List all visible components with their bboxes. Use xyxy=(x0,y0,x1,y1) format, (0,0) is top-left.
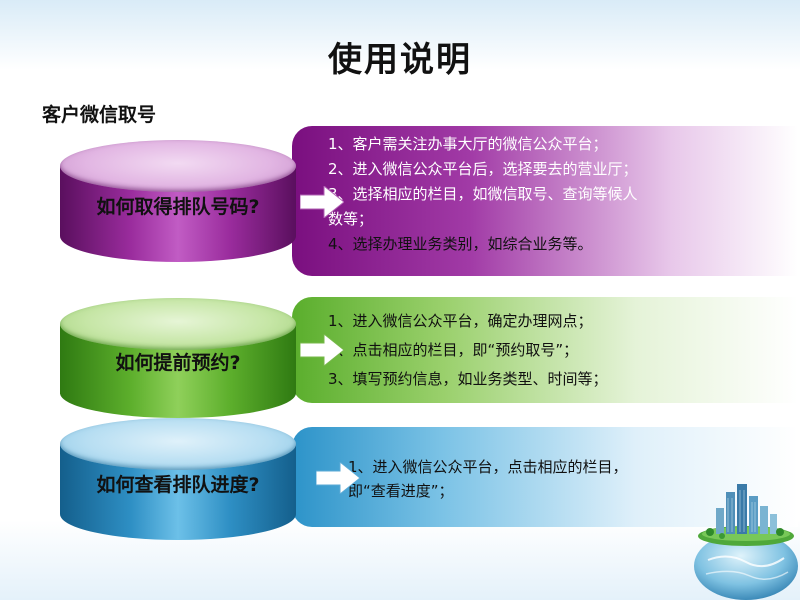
step-text: 2、点击相应的栏目，即“预约取号”； xyxy=(328,341,579,359)
step-text: 2、进入微信公众平台后，选择要去的营业厅； xyxy=(328,160,638,178)
cylinder-bottom xyxy=(60,210,296,262)
cylinder-bottom xyxy=(60,368,296,418)
step-text: 即“查看进度”； xyxy=(348,482,454,500)
step-text: 1、客户需关注办事大厅的微信公众平台； xyxy=(328,135,608,153)
arrow-right-icon xyxy=(300,334,344,366)
cylinder-queue-number: 如何取得排队号码? xyxy=(60,140,296,262)
cylinder-top xyxy=(60,140,296,192)
arrow-right-icon xyxy=(300,186,344,218)
panel-progress: 1、进入微信公众平台，点击相应的栏目， 即“查看进度”； xyxy=(292,427,798,527)
step-text: 数等； xyxy=(328,210,374,228)
slide-subtitle: 客户微信取号 xyxy=(42,104,157,126)
globe-city-icon xyxy=(694,484,798,600)
panel-reservation: 1、进入微信公众平台，确定办理网点； 2、点击相应的栏目，即“预约取号”； 3、… xyxy=(292,297,798,403)
panel-queue-number: 1、客户需关注办事大厅的微信公众平台； 2、进入微信公众平台后，选择要去的营业厅… xyxy=(292,126,798,276)
arrow-right-icon xyxy=(316,462,360,494)
cylinder-reservation: 如何提前预约? xyxy=(60,298,296,418)
cylinder-bottom xyxy=(60,488,296,540)
step-text: 4、选择办理业务类别，如综合业务等。 xyxy=(328,235,593,253)
slide-title: 使用说明 xyxy=(328,40,472,80)
cylinder-top xyxy=(60,298,296,350)
cylinder-progress: 如何查看排队进度? xyxy=(60,418,296,540)
step-text: 3、选择相应的栏目，如微信取号、查询等候人 xyxy=(328,185,638,203)
question-label: 如何取得排队号码? xyxy=(96,196,260,218)
cylinder-top xyxy=(60,418,296,470)
step-text: 1、进入微信公众平台，点击相应的栏目， xyxy=(348,458,628,476)
step-text: 3、填写预约信息，如业务类型、时间等； xyxy=(328,370,608,388)
step-text: 1、进入微信公众平台，确定办理网点； xyxy=(328,312,593,330)
question-label: 如何提前预约? xyxy=(115,352,241,374)
question-label: 如何查看排队进度? xyxy=(96,474,260,496)
